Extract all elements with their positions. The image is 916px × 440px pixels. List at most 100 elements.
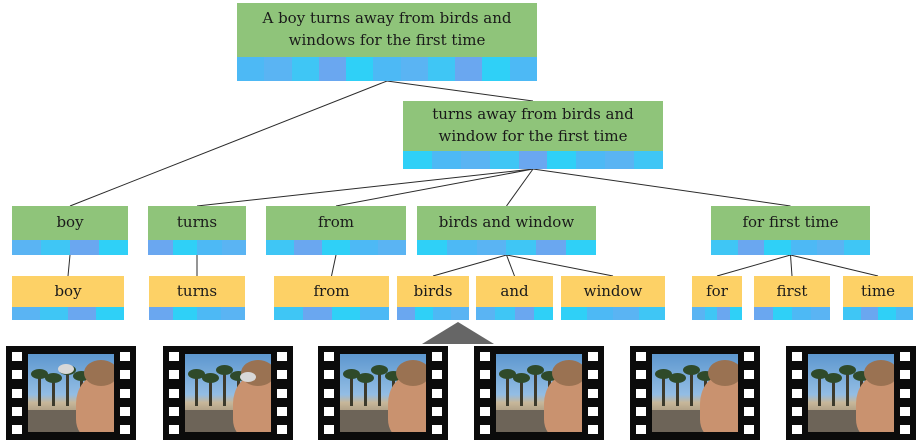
film-hole [744, 370, 754, 380]
up-arrow-icon-shape [422, 322, 494, 344]
embedding-cell [431, 151, 461, 169]
embedding-cell [291, 57, 319, 81]
video-frame-image [340, 354, 426, 432]
palm-tree [513, 373, 530, 406]
film-perforations [900, 352, 910, 434]
palm-tree [45, 373, 62, 406]
embedding-cell [360, 307, 389, 320]
verb-phrase-node: turns away from birds and window for the… [403, 101, 664, 169]
word-label: and [476, 276, 553, 307]
embedding-cell [547, 151, 577, 169]
embedding-cell [476, 240, 507, 255]
embedding-strip [397, 307, 469, 320]
embedding-cell [68, 307, 96, 320]
phrase-node-for-first-time: for first time [711, 206, 870, 255]
film-hole [588, 370, 598, 380]
embedding-strip [711, 240, 870, 255]
word-node-window: window [561, 276, 665, 320]
word-node-birds: birds [397, 276, 469, 320]
tree-edge-p-boy-to-w-boy [67, 254, 71, 277]
film-hole [12, 425, 22, 434]
film-hole [432, 352, 442, 361]
video-frame-image [28, 354, 114, 432]
tree-edge-p-birds-and-window-to-w-and [506, 254, 515, 277]
embedding-cell [149, 307, 173, 320]
film-perforations [432, 352, 442, 434]
film-hole [120, 388, 130, 398]
tree-edge-root-to-mid [386, 80, 534, 102]
embedding-cell [533, 307, 553, 320]
palm-tree [669, 373, 686, 406]
embedding-cell [403, 151, 432, 169]
embedding-cell [221, 307, 245, 320]
tree-edge-p-for-first-time-to-w-for [716, 254, 791, 277]
video-frame-image [808, 354, 894, 432]
embedding-cell [294, 240, 322, 255]
film-hole [744, 388, 754, 398]
film-hole [792, 370, 802, 380]
video-frame-image [496, 354, 582, 432]
embedding-cell [587, 307, 613, 320]
video-frame-5 [630, 346, 760, 440]
film-hole [480, 425, 490, 434]
palm-tree [357, 373, 374, 406]
film-hole [792, 388, 802, 398]
bird [58, 364, 74, 374]
word-node-time: time [843, 276, 913, 320]
palm-tree [499, 369, 516, 406]
embedding-cell [400, 57, 428, 81]
film-hole [480, 406, 490, 416]
embedding-cell [378, 240, 406, 255]
embedding-cell [737, 240, 764, 255]
video-frame-3 [318, 346, 448, 440]
video-frame-1 [6, 346, 136, 440]
film-perforations [588, 352, 598, 434]
phrase-label: birds and window [417, 206, 596, 240]
phrase-label: for first time [711, 206, 870, 240]
embedding-cell [729, 307, 742, 320]
embedding-cell [373, 57, 401, 81]
embedding-strip [692, 307, 742, 320]
embedding-cell [417, 240, 447, 255]
embedding-cell [792, 307, 811, 320]
embedding-cell [754, 307, 773, 320]
film-hole [324, 352, 334, 361]
embedding-cell [711, 240, 738, 255]
video-frame-4 [474, 346, 604, 440]
embedding-cell [895, 307, 913, 320]
film-hole [480, 352, 490, 361]
palm-tree [811, 369, 828, 406]
palm-tree [216, 365, 233, 406]
embedding-cell [704, 307, 717, 320]
film-hole [792, 425, 802, 434]
child-hair [552, 360, 582, 386]
embedding-strip [476, 307, 553, 320]
film-hole [792, 352, 802, 361]
embedding-cell [427, 57, 456, 81]
film-hole [744, 406, 754, 416]
embedding-cell [639, 307, 665, 320]
film-perforations [744, 352, 754, 434]
tree-edge-p-for-first-time-to-w-first [790, 254, 793, 277]
film-hole [480, 370, 490, 380]
embedding-cell [634, 151, 664, 169]
embedding-cell [266, 240, 294, 255]
embedding-cell [495, 307, 515, 320]
phrase-node-boy: boy [12, 206, 128, 255]
film-hole [900, 370, 910, 380]
tree-edge-mid-to-p-for-first-time [532, 168, 791, 207]
phrase-node-birds-and-window: birds and window [417, 206, 596, 255]
embedding-cell [99, 240, 128, 255]
embedding-cell [561, 307, 587, 320]
child-hair [864, 360, 894, 386]
palm-tree [202, 373, 219, 406]
word-label: window [561, 276, 665, 307]
word-label: for [692, 276, 742, 307]
tree-edge-mid-to-p-from [335, 168, 534, 207]
word-label: boy [12, 276, 124, 307]
child-hair [708, 360, 738, 386]
film-perforations [792, 352, 802, 434]
embedding-cell [514, 307, 534, 320]
embedding-cell [566, 240, 596, 255]
